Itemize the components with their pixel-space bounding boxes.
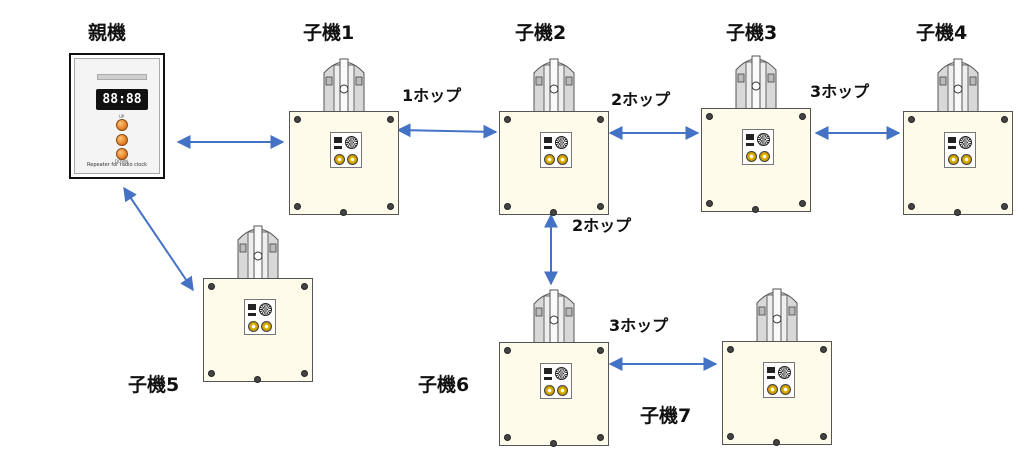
dial-icon: [757, 133, 770, 146]
parent-device: 88:88 UP DOWN Repeater for radio clock: [69, 53, 165, 179]
control-panel: [540, 132, 572, 168]
control-panel: [944, 132, 976, 168]
control-panel: [540, 363, 572, 399]
child-label-2: 子機2: [515, 22, 567, 44]
knob-icon: [759, 151, 770, 162]
parent-caption: Repeater for radio clock: [87, 162, 147, 168]
knob-icon: [544, 385, 555, 396]
child-label-6: 子機6: [418, 374, 470, 396]
child-housing: [499, 111, 609, 216]
up-button: [116, 119, 128, 131]
dial-icon: [555, 367, 568, 380]
child-housing: [289, 111, 399, 216]
down-label: DOWN: [115, 159, 129, 164]
child-device-5: [203, 222, 313, 383]
child-housing: [722, 341, 832, 446]
knob-icon: [261, 321, 272, 332]
child-device-4: [903, 55, 1013, 216]
child-label-1: 子機1: [303, 22, 355, 44]
hop-label-2a: 2ホップ: [611, 90, 671, 109]
child-device-3: [701, 52, 811, 213]
antenna-slot: [97, 74, 147, 80]
knob-icon: [557, 385, 568, 396]
control-panel: [330, 132, 362, 168]
antenna-mount-icon: [756, 288, 798, 344]
child-device-2: [499, 55, 609, 216]
hop-label-3a: 3ホップ: [810, 82, 870, 101]
parent-title: 親機: [88, 22, 127, 44]
hop-label-3b: 3ホップ: [609, 316, 669, 335]
up-label: UP: [119, 114, 125, 119]
knob-icon: [347, 154, 358, 165]
control-panel: [742, 129, 774, 165]
knob-icon: [334, 154, 345, 165]
knob-icon: [248, 321, 259, 332]
hop-label-1: 1ホップ: [402, 86, 462, 105]
parent-faceplate: 88:88 UP DOWN Repeater for radio clock: [74, 58, 160, 174]
child-housing: [499, 342, 609, 447]
hop-label-2b: 2ホップ: [572, 216, 632, 235]
knob-icon: [746, 151, 757, 162]
child-housing: [203, 278, 313, 383]
control-panel: [763, 362, 795, 398]
child-device-7: [722, 285, 832, 446]
knob-icon: [948, 154, 959, 165]
knob-icon: [780, 384, 791, 395]
child-label-7: 子機7: [640, 405, 692, 427]
antenna-mount-icon: [937, 58, 979, 114]
dial-icon: [345, 136, 358, 149]
dial-icon: [259, 303, 272, 316]
child-housing: [701, 108, 811, 213]
child-housing: [903, 111, 1013, 216]
antenna-mount-icon: [735, 55, 777, 111]
antenna-mount-icon: [533, 58, 575, 114]
digital-display: 88:88: [96, 89, 148, 110]
child-device-6: [499, 286, 609, 447]
arrow-parent-c5: [123, 186, 194, 292]
down-button: [116, 148, 128, 160]
arrow-c1-c2: [396, 123, 498, 139]
middle-button: [116, 134, 128, 146]
child-device-1: [289, 55, 399, 216]
antenna-mount-icon: [533, 289, 575, 345]
knob-icon: [767, 384, 778, 395]
child-label-4: 子機4: [916, 22, 968, 44]
knob-icon: [961, 154, 972, 165]
dial-icon: [555, 136, 568, 149]
antenna-mount-icon: [237, 225, 279, 281]
child-label-3: 子機3: [726, 22, 778, 44]
knob-icon: [557, 154, 568, 165]
dial-icon: [959, 136, 972, 149]
knob-icon: [544, 154, 555, 165]
child-label-5: 子機5: [128, 374, 180, 396]
dial-icon: [778, 366, 791, 379]
antenna-mount-icon: [323, 58, 365, 114]
control-panel: [244, 299, 276, 335]
